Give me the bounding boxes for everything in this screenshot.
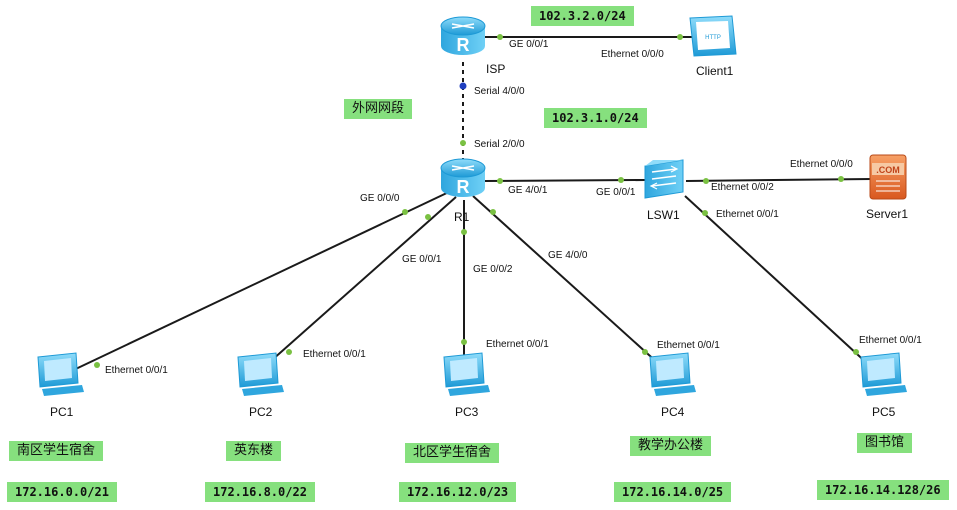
zone-label-pc2: 英东楼 bbox=[226, 441, 282, 461]
port-dot-r1-serial200 bbox=[460, 140, 466, 146]
port-label-r1-ge000: GE 0/0/0 bbox=[360, 193, 400, 204]
links bbox=[62, 36, 873, 376]
port-label-r1-ge002: GE 0/0/2 bbox=[473, 264, 513, 275]
port-label-lsw1-eth002: Ethernet 0/0/2 bbox=[711, 182, 774, 193]
svg-text:R: R bbox=[457, 177, 470, 197]
link-r1-pc1 bbox=[62, 190, 452, 376]
port-label-pc5-eth001: Ethernet 0/0/1 bbox=[859, 335, 922, 346]
device-name-server1: Server1 bbox=[866, 207, 908, 221]
link-r1-pc2 bbox=[262, 196, 457, 369]
zone-label-pc4: 教学办公楼 bbox=[630, 436, 712, 456]
port-dot-isp-ge001 bbox=[497, 34, 503, 40]
port-dot-r1-ge001 bbox=[425, 214, 431, 220]
port-label-client1-eth000: Ethernet 0/0/0 bbox=[601, 49, 664, 60]
pc-icon-pc3[interactable] bbox=[443, 352, 490, 396]
port-label-r1-ge400: GE 4/0/0 bbox=[548, 250, 588, 261]
port-dots bbox=[94, 34, 859, 368]
port-dot-pc3-eth001 bbox=[461, 339, 467, 345]
port-dot-lsw1-eth001 bbox=[702, 210, 708, 216]
port-label-lsw1-ge001: GE 0/0/1 bbox=[596, 187, 636, 198]
port-dot-pc4-eth001 bbox=[642, 349, 648, 355]
network-label-wan: 102.3.1.0/24 bbox=[544, 108, 647, 128]
pc-icon-pc4[interactable] bbox=[649, 352, 696, 396]
network-label-pc5: 172.16.14.128/26 bbox=[817, 480, 949, 500]
link-lsw1-pc5 bbox=[684, 195, 871, 367]
device-name-pc1: PC1 bbox=[50, 405, 74, 419]
port-label-r1-ge401: GE 4/0/1 bbox=[508, 185, 548, 196]
port-dot-lsw1-eth002 bbox=[703, 178, 709, 184]
zone-label-pc3: 北区学生宿舍 bbox=[405, 443, 500, 463]
port-label-isp-serial400: Serial 4/0/0 bbox=[474, 86, 525, 97]
pc-icon-pc5[interactable] bbox=[860, 352, 907, 396]
network-label-pc1: 172.16.0.0/21 bbox=[7, 482, 117, 502]
zone-label-pc1: 南区学生宿舍 bbox=[9, 441, 104, 461]
device-name-pc2: PC2 bbox=[249, 405, 273, 419]
port-dot-r1-ge400 bbox=[490, 209, 496, 215]
device-name-isp: ISP bbox=[486, 62, 505, 76]
network-label-isp-client: 102.3.2.0/24 bbox=[531, 6, 634, 26]
router-icon-r1[interactable]: R bbox=[440, 158, 486, 197]
svg-text:R: R bbox=[457, 35, 470, 55]
zone-label-pc5: 图书馆 bbox=[857, 433, 913, 453]
device-name-client1: Client1 bbox=[696, 64, 734, 78]
device-name-pc4: PC4 bbox=[661, 405, 685, 419]
zone-label-wan: 外网网段 bbox=[344, 99, 413, 119]
port-label-pc3-eth001: Ethernet 0/0/1 bbox=[486, 339, 549, 350]
device-name-pc5: PC5 bbox=[872, 405, 896, 419]
port-label-isp-ge001: GE 0/0/1 bbox=[509, 39, 549, 50]
port-dot-isp-serial400 bbox=[459, 82, 467, 90]
port-dot-pc5-eth001 bbox=[853, 349, 859, 355]
port-label-pc1-eth001: Ethernet 0/0/1 bbox=[105, 365, 168, 376]
server-icon-server1[interactable]: .COM bbox=[869, 154, 907, 200]
port-label-lsw1-eth001: Ethernet 0/0/1 bbox=[716, 209, 779, 220]
router-icon-isp[interactable]: R bbox=[440, 16, 486, 55]
port-dot-server1-eth000 bbox=[838, 176, 844, 182]
port-dot-pc1-eth001 bbox=[94, 362, 100, 368]
port-dot-pc2-eth001 bbox=[286, 349, 292, 355]
port-dot-r1-ge401 bbox=[497, 178, 503, 184]
svg-text:.COM: .COM bbox=[876, 165, 900, 175]
port-label-pc2-eth001: Ethernet 0/0/1 bbox=[303, 349, 366, 360]
link-lsw1-server1 bbox=[685, 178, 873, 182]
device-name-pc3: PC3 bbox=[455, 405, 479, 419]
client-icon-client1[interactable]: HTTP bbox=[689, 15, 737, 57]
pc-icon-pc2[interactable] bbox=[237, 352, 284, 396]
network-label-pc3: 172.16.12.0/23 bbox=[399, 482, 517, 502]
device-name-r1: R1 bbox=[454, 210, 470, 224]
pc-icon-pc1[interactable] bbox=[37, 352, 84, 396]
svg-text:HTTP: HTTP bbox=[705, 35, 721, 41]
port-dot-lsw1-ge001 bbox=[618, 177, 624, 183]
network-label-pc2: 172.16.8.0/22 bbox=[205, 482, 315, 502]
port-label-server1-eth000: Ethernet 0/0/0 bbox=[790, 159, 853, 170]
port-dot-r1-ge002 bbox=[461, 229, 467, 235]
network-label-pc4: 172.16.14.0/25 bbox=[614, 482, 732, 502]
port-label-r1-serial200: Serial 2/0/0 bbox=[474, 139, 525, 150]
port-label-pc4-eth001: Ethernet 0/0/1 bbox=[657, 340, 720, 351]
link-r1-pc4 bbox=[472, 195, 661, 366]
device-name-lsw1: LSW1 bbox=[647, 208, 680, 222]
switch-icon-lsw1[interactable] bbox=[644, 159, 684, 199]
port-dot-client1-eth000 bbox=[677, 34, 683, 40]
port-dot-r1-ge000 bbox=[402, 209, 408, 215]
port-label-r1-ge001: GE 0/0/1 bbox=[402, 254, 442, 265]
